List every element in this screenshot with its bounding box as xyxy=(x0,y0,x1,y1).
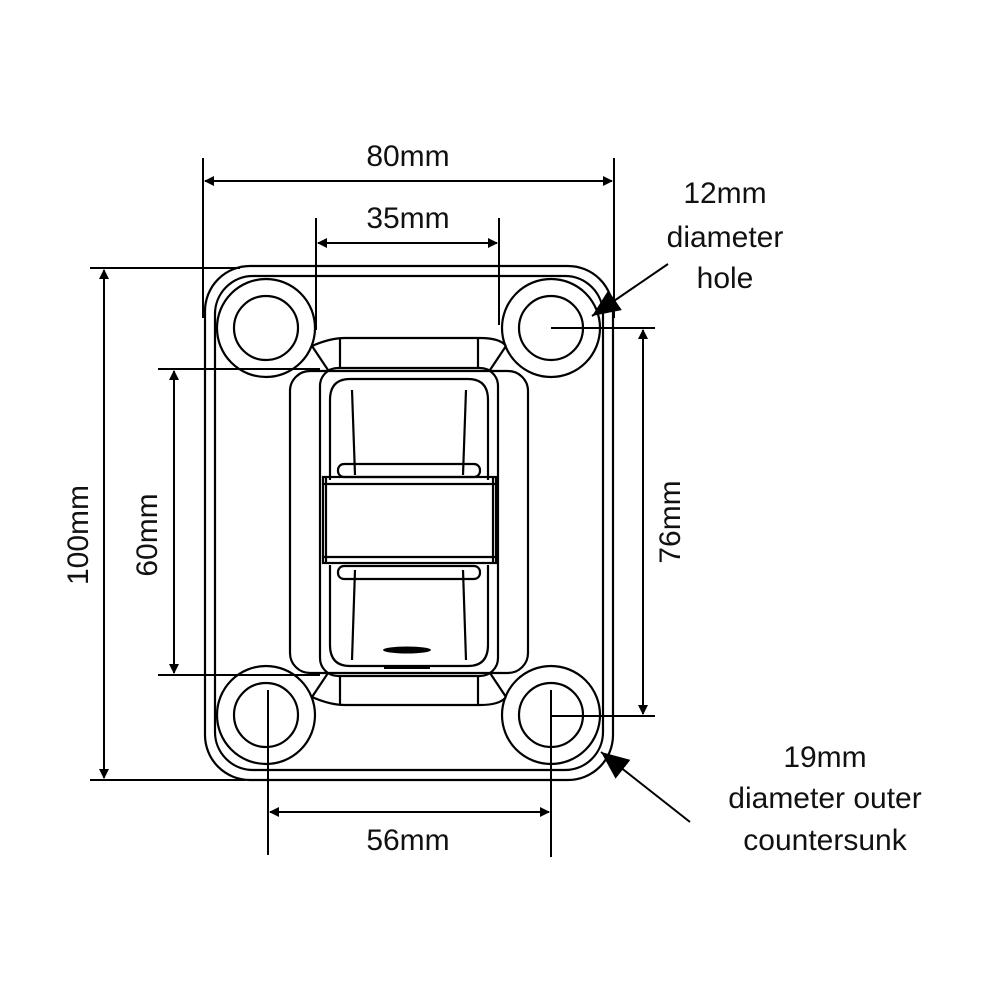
annotation-hole-line1: 12mm xyxy=(683,177,766,210)
dim-100mm-label: 100mm xyxy=(62,485,95,585)
dim-35mm-label: 35mm xyxy=(366,202,449,235)
annotation-hole-line3: hole xyxy=(697,262,754,295)
dim-100mm: 100mm xyxy=(62,267,245,781)
arrow-icon xyxy=(600,751,691,823)
dim-60mm-label: 60mm xyxy=(131,493,164,576)
central-body xyxy=(288,336,530,707)
annotation-countersink-line1: 19mm xyxy=(783,741,866,774)
annotation-countersink-line3: countersunk xyxy=(743,824,907,857)
annotation-countersink-line2: diameter outer xyxy=(728,782,921,815)
dim-76mm: 76mm xyxy=(551,327,687,717)
annotation-countersink: 19mm diameter outer countersunk xyxy=(600,741,922,857)
dim-56mm-label: 56mm xyxy=(366,824,449,857)
logo-mark xyxy=(383,646,431,654)
dim-76mm-label: 76mm xyxy=(654,480,687,563)
annotation-hole: 12mm diameter hole xyxy=(591,177,784,317)
hole-top-left xyxy=(215,277,317,379)
dim-80mm-label: 80mm xyxy=(366,140,449,173)
dim-35mm: 35mm xyxy=(315,202,500,330)
arrow-icon xyxy=(591,263,669,317)
annotation-hole-line2: diameter xyxy=(667,221,784,254)
hole-bottom-left xyxy=(215,664,317,766)
dim-56mm: 56mm xyxy=(267,690,552,857)
mounting-holes xyxy=(215,277,602,766)
dim-60mm: 60mm xyxy=(131,368,320,676)
base-plate xyxy=(203,264,615,782)
